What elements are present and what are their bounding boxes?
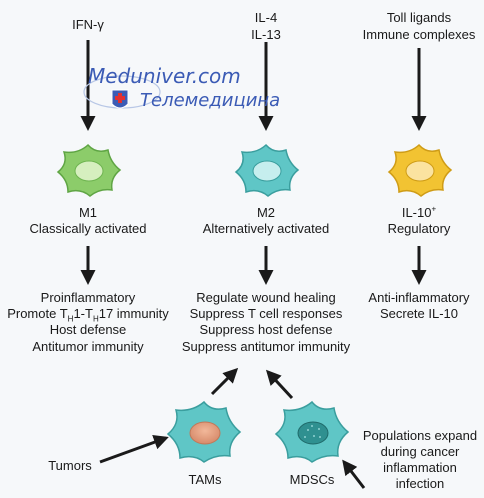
input-ifn-gamma: IFN-γ [72,17,104,32]
m2-output-suppress-host-defense: Suppress host defense [199,322,333,337]
m2-output-suppress-t-cell: Suppress T cell responses [189,306,343,321]
tams-label: TAMs [188,472,222,487]
regulatory-output-secrete-il10: Secrete IL-10 [379,306,459,321]
m1-macrophage-cell [56,143,122,197]
input-il13: IL-13 [251,27,281,42]
populations-line-2: during cancer [380,444,460,459]
regulatory-label: IL-10+ [401,204,437,220]
m2-output-suppress-antitumor: Suppress antitumor immunity [181,339,351,354]
input-il4: IL-4 [254,10,278,25]
populations-line-4: infection [395,476,445,491]
m2-description: Alternatively activated [202,221,330,236]
populations-line-3: inflammation [383,460,457,475]
arrow-tams-to-m2-functions [210,367,239,396]
m2-output-wound-healing: Regulate wound healing [196,290,336,305]
populations-line-1: Populations expand [362,428,478,443]
mdscs-cell [274,400,350,463]
watermark-site: Meduniver.com [88,64,241,88]
tumors-label: Tumors [48,458,92,473]
arrow-tumors-to-tams [99,435,169,464]
regulatory-macrophage-cell [387,143,453,197]
regulatory-description: Regulatory [387,221,451,236]
input-immune-complexes: Immune complexes [362,27,476,42]
m1-output-antitumor: Antitumor immunity [32,339,144,354]
regulatory-output-anti-inflammatory: Anti-inflammatory [368,290,470,305]
m1-output-proinflammatory: Proinflammatory [40,290,136,305]
m1-output-host-defense: Host defense [49,322,127,337]
arrow-populations-to-mdscs [342,459,366,489]
m1-output-th-immunity: Promote TH1-TH17 immunity [7,306,169,324]
tams-cell [166,400,242,463]
mdscs-label: MDSCs [289,472,335,487]
m1-description: Classically activated [29,221,147,236]
m1-label: M1 [78,205,98,220]
arrow-mdscs-to-m2-functions [265,369,294,400]
input-toll-ligands: Toll ligands [386,10,452,25]
meduniver-logo-icon [83,75,161,109]
watermark-telemedicine: Телемедицина [140,90,281,111]
m2-macrophage-cell [234,143,300,197]
m2-label: M2 [256,205,276,220]
